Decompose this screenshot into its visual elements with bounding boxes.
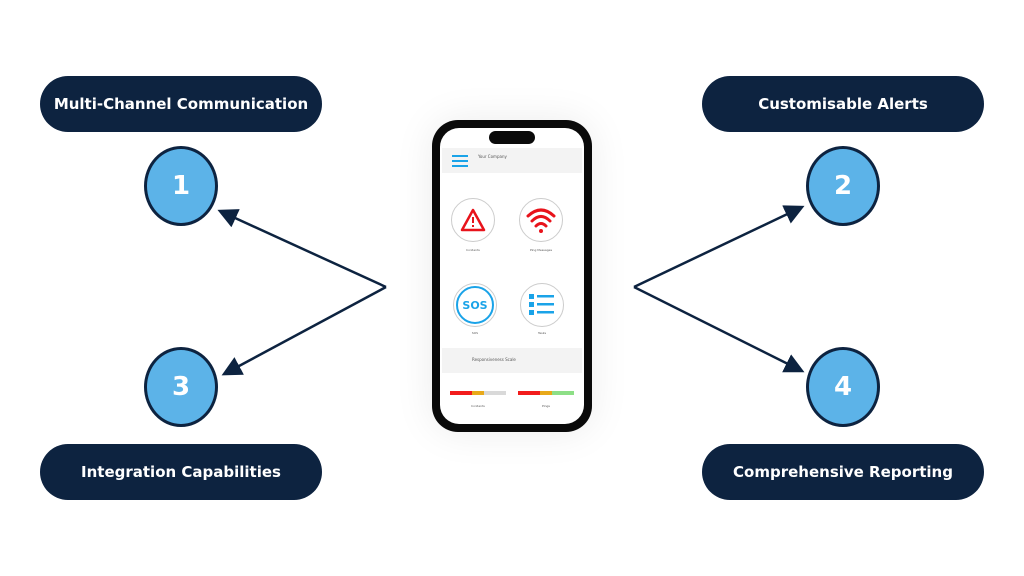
feature-label-2: Customisable Alerts [702, 76, 984, 132]
arrow-to-1 [217, 209, 387, 289]
tile-label: Ping Messages [529, 248, 553, 252]
tile-label: SOS [471, 331, 479, 335]
list-icon [529, 294, 554, 315]
feature-number-1: 1 [144, 146, 218, 226]
wifi-icon [526, 208, 556, 233]
menu-icon[interactable] [452, 155, 468, 167]
tile-label: Tasks [537, 331, 547, 335]
feature-label-4: Comprehensive Reporting [702, 444, 984, 500]
tile-incidents[interactable] [451, 198, 495, 242]
phone-screen: Your Company Incidents Ping Messages SOS… [440, 128, 584, 424]
arrow-to-3 [221, 285, 387, 376]
phone-mockup: Your Company Incidents Ping Messages SOS… [432, 120, 592, 432]
scale-label: Pings [542, 404, 550, 408]
company-name: Your Company [478, 154, 507, 159]
scale-label: Incidents [471, 404, 485, 408]
feature-number-3: 3 [144, 347, 218, 427]
feature-label-3: Integration Capabilities [40, 444, 322, 500]
responsiveness-scale-header: Responsiveness Scale [442, 348, 582, 373]
tile-label: Incidents [466, 248, 480, 252]
pings-scale-bar [518, 391, 574, 395]
tile-tasks[interactable] [520, 283, 564, 327]
warning-icon [460, 208, 486, 232]
app-header: Your Company [442, 148, 582, 173]
feature-label-1: Multi-Channel Communication [40, 76, 322, 132]
tile-sos[interactable]: SOS [453, 283, 497, 327]
arrow-to-4 [633, 285, 805, 373]
feature-number-2: 2 [806, 146, 880, 226]
tile-ping-messages[interactable] [519, 198, 563, 242]
sos-icon: SOS [456, 286, 494, 324]
arrow-to-2 [633, 205, 805, 289]
phone-notch [489, 131, 535, 144]
feature-number-4: 4 [806, 347, 880, 427]
incidents-scale-bar [450, 391, 506, 395]
